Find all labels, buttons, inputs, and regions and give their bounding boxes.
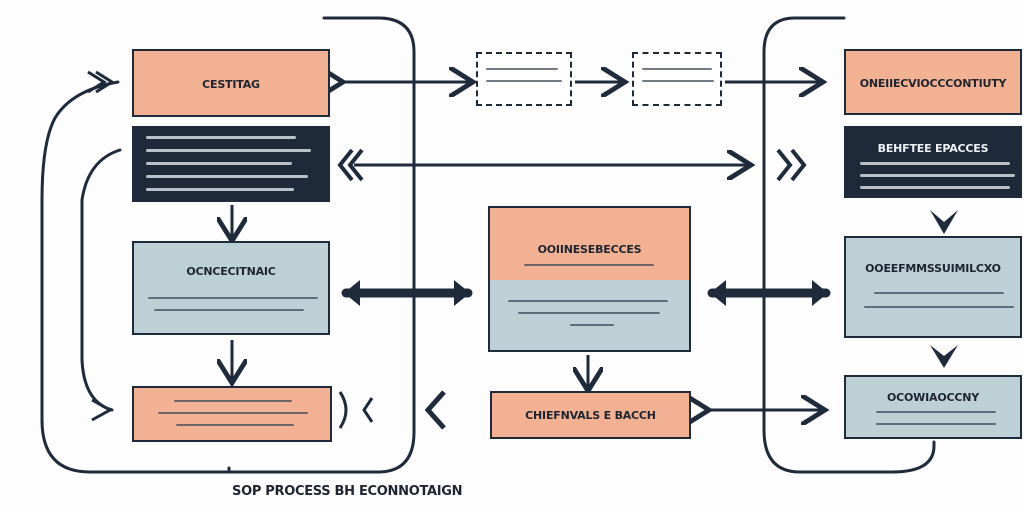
right-bottom-title: OCOWIAOCCNY [887,391,979,404]
text-line [876,423,996,425]
right-top-title: ONEIIECVIOCCCONTIUTY [859,77,1007,90]
chevron-down-icon [930,210,958,234]
right-mid-box: OOEEFMMSSUIMILCXO [844,236,1022,338]
dashed-tag-right [632,52,722,106]
text-line [860,174,1015,177]
mid-left-title: OCNCECITNAIC [186,265,276,278]
arrow-center-to-right-head-right [812,280,828,306]
center-box-body [490,280,689,350]
text-line [486,80,562,82]
text-line [876,411,996,413]
chevron-left-icon [424,390,446,430]
text-line [570,324,614,326]
chevron-left-icon [337,148,354,182]
text-line [158,412,308,414]
text-line [874,292,1004,294]
text-line [176,424,294,426]
chevron-right-icon [776,148,793,182]
center-top-title: OOIINESEBECCES [537,243,642,256]
text-line [508,300,668,302]
parenthesis-icon [338,391,348,429]
text-line [174,400,292,402]
text-line [864,306,1014,308]
left-inner-loop-line [80,148,122,412]
chevron-left-icon [362,397,374,423]
center-box: OOIINESEBECCES [488,206,691,352]
chevron-right-icon [790,148,807,182]
left-loop-line [227,16,416,474]
bottom-left-box [132,386,332,442]
chevron-right-icon [91,398,114,422]
text-line [860,186,1010,189]
right-top-box: ONEIIECVIOCCCONTIUTY [844,49,1022,115]
text-line [146,175,308,178]
text-line [154,309,304,311]
diagram-footer-title: SOP PROCESS BH ECONNOTAIGN [232,484,463,499]
right-bottom-box: OCOWIAOCCNY [844,375,1022,439]
text-line [146,149,311,152]
text-line [642,80,714,82]
arrow-left-to-center-head-left [344,280,360,306]
text-line [146,162,292,165]
text-line [486,68,558,70]
dashed-tag-left [476,52,572,106]
top-left-title: CESTITAG [202,78,260,91]
arrow-center-to-right-head-left [710,280,726,306]
chevron-left-icon [347,148,364,182]
mid-left-box: OCNCECITNAIC [132,241,330,335]
right-loop-line [762,16,936,474]
chevron-right-icon [95,70,115,94]
right-mid-title: OOEEFMMSSUIMILCXO [865,262,1001,275]
right-navy-box: BEHFTEE EPACCES [844,126,1022,198]
text-line [860,162,1010,165]
text-line [518,312,660,314]
arrow-left-to-center-head-right [454,280,470,306]
center-box-header [490,208,689,282]
text-line [146,188,294,191]
right-navy-title: BEHFTEE EPACCES [877,142,989,155]
chevron-right-icon [87,70,107,94]
chevron-down-icon [930,345,958,368]
text-line [148,297,318,299]
top-left-box: CESTITAG [132,49,330,117]
text-line [524,264,654,266]
navy-left-box [132,126,330,202]
text-line [146,136,296,139]
left-outer-loop-line [40,80,231,474]
center-bottom-box: CHIEFNVALS E BACCH [490,391,691,439]
text-line [642,68,712,70]
center-bottom-title: CHIEFNVALS E BACCH [525,409,656,422]
